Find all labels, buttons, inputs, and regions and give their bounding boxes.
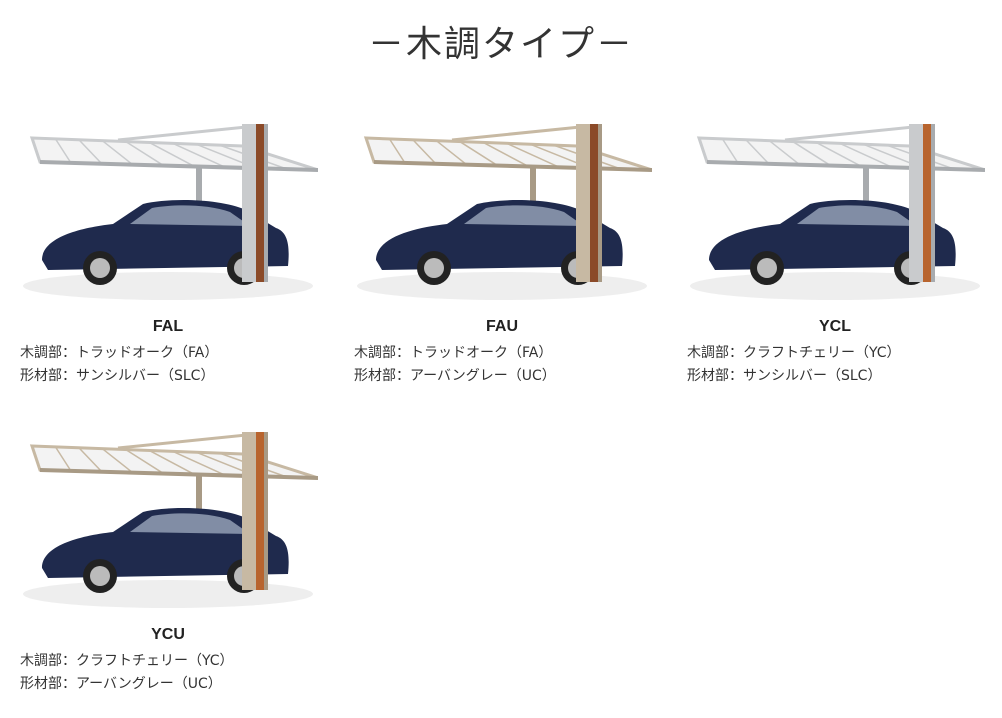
- ground-shadow: [23, 272, 313, 300]
- roof-slat: [101, 140, 134, 166]
- rear-post: [863, 168, 869, 228]
- carport-photo[interactable]: [18, 426, 318, 616]
- roof-slat: [125, 140, 164, 167]
- wood-accent: [256, 124, 266, 282]
- main-post: [909, 124, 923, 282]
- roof-slat: [815, 141, 862, 168]
- roof-slat: [125, 448, 164, 475]
- main-post-edge: [264, 432, 268, 590]
- roof-slat: [172, 142, 226, 169]
- roof-slat: [78, 139, 103, 165]
- rear-post: [196, 168, 202, 228]
- wood-accent: [590, 124, 600, 282]
- car-window: [130, 205, 250, 226]
- roof-slat: [148, 141, 195, 168]
- car-rim-front: [424, 258, 444, 278]
- rear-post: [196, 476, 202, 536]
- wood-color-spec: 木調部：トラッドオーク（FA）: [354, 345, 553, 361]
- frame-color-spec: 形材部：アーバングレー（UC）: [354, 368, 556, 384]
- roof-slat: [506, 142, 560, 169]
- main-post-edge: [264, 124, 268, 282]
- car-rim-front: [757, 258, 777, 278]
- roof-slat: [388, 138, 406, 164]
- wood-color-spec: 木調部：クラフトチェリー（YC）: [687, 345, 901, 361]
- car-rim-front: [90, 258, 110, 278]
- wood-color-spec: 木調部：トラッドオーク（FA）: [20, 345, 219, 361]
- wood-color-spec: 木調部：クラフトチェリー（YC）: [20, 653, 234, 669]
- rear-post: [530, 168, 536, 228]
- model-name: FAU: [486, 318, 518, 335]
- car-window: [130, 513, 250, 534]
- roof-slat: [412, 139, 437, 165]
- roof-slat: [148, 449, 195, 476]
- tension-arm: [117, 124, 257, 142]
- main-post: [576, 124, 590, 282]
- main-post: [242, 432, 256, 590]
- tension-arm: [451, 124, 591, 142]
- tension-arm: [117, 432, 257, 450]
- roof-slat: [78, 447, 103, 473]
- frame-color-spec: 形材部：サンシルバー（SLC）: [20, 368, 215, 384]
- roof-slat: [172, 450, 226, 477]
- carport-photo[interactable]: [18, 118, 318, 308]
- model-name: FAL: [152, 318, 184, 335]
- roof-slat: [54, 138, 72, 164]
- carport-photo[interactable]: [685, 118, 985, 308]
- main-post-edge: [931, 124, 935, 282]
- roof-slat: [839, 142, 893, 169]
- main-post: [242, 124, 256, 282]
- roof-slat: [792, 140, 831, 167]
- wood-accent: [923, 124, 933, 282]
- ground-shadow: [23, 580, 313, 608]
- carport-photo[interactable]: [352, 118, 652, 308]
- wood-accent: [256, 432, 266, 590]
- roof-front-beam: [373, 160, 652, 172]
- ground-shadow: [357, 272, 647, 300]
- car-window: [797, 205, 917, 226]
- roof-front-beam: [39, 160, 318, 172]
- model-name: YCL: [819, 318, 851, 335]
- page-title: －木調タイプ－: [367, 24, 634, 65]
- main-post-edge: [598, 124, 602, 282]
- car-rim-front: [90, 566, 110, 586]
- roof-slat: [721, 138, 739, 164]
- roof-slat: [482, 141, 529, 168]
- car-window: [464, 205, 584, 226]
- roof-front-beam: [39, 468, 318, 480]
- roof-slat: [435, 140, 468, 166]
- frame-color-spec: 形材部：サンシルバー（SLC）: [687, 368, 882, 384]
- ground-shadow: [690, 272, 980, 300]
- frame-color-spec: 形材部：アーバングレー（UC）: [20, 676, 222, 692]
- model-name: YCU: [151, 626, 185, 643]
- roof-slat: [459, 140, 498, 167]
- roof-slat: [768, 140, 801, 166]
- roof-slat: [54, 446, 72, 472]
- tension-arm: [784, 124, 924, 142]
- roof-front-beam: [706, 160, 985, 172]
- roof-slat: [101, 448, 134, 474]
- roof-slat: [745, 139, 770, 165]
